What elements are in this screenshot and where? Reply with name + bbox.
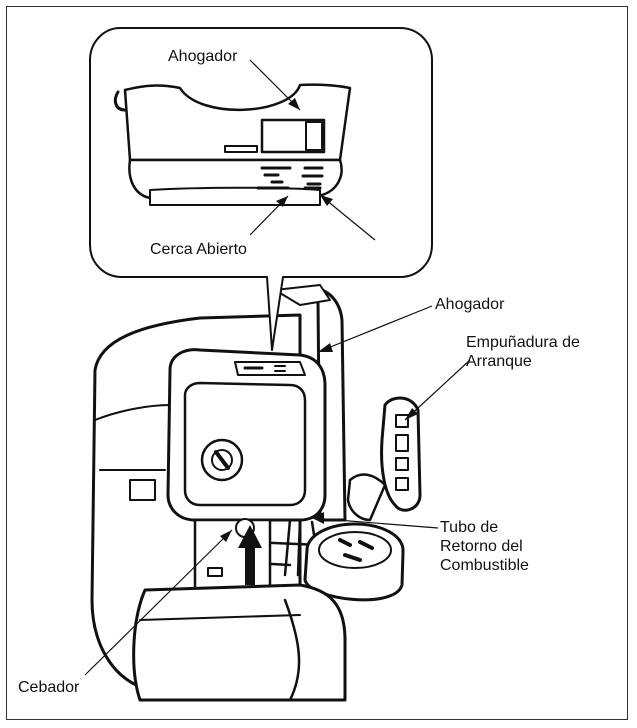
fuel-return-label-line3: Combustible (440, 557, 529, 574)
primer-label: Cebador (18, 679, 80, 696)
fuel-return-label-line1: Tubo de (440, 519, 499, 536)
fuel-tank (132, 583, 347, 702)
starter-grip-arrowhead (405, 408, 418, 420)
starter-grip (346, 396, 422, 522)
fuel-return-leader (311, 517, 439, 529)
fuel-return-label-line2: Retorno del (440, 538, 523, 555)
choke-arrowhead (318, 343, 333, 352)
inset-close-open-label: Cerca Abierto (150, 241, 247, 258)
inset-callout (89, 27, 433, 351)
choke-lever (234, 361, 306, 376)
choke-label: Ahogador (435, 296, 505, 313)
inset-close-arrowhead (276, 196, 288, 207)
inset-choke-label: Ahogador (168, 48, 238, 65)
choke-leader (317, 305, 433, 353)
inset-open-arrowhead (320, 195, 333, 206)
primer-arrowhead (220, 530, 232, 542)
starter-grip-label-line2: Arranque (466, 353, 532, 370)
air-cleaner-cover (166, 348, 327, 522)
fuel-cap (303, 522, 405, 602)
inset-choke-arrowhead (288, 98, 300, 110)
primer-leader (84, 529, 233, 676)
starter-grip-label-line1: Empuñadura de (466, 334, 580, 351)
starter-grip-leader (404, 359, 471, 421)
fuel-return-arrowhead (312, 512, 324, 524)
press-up-arrow (238, 525, 262, 585)
